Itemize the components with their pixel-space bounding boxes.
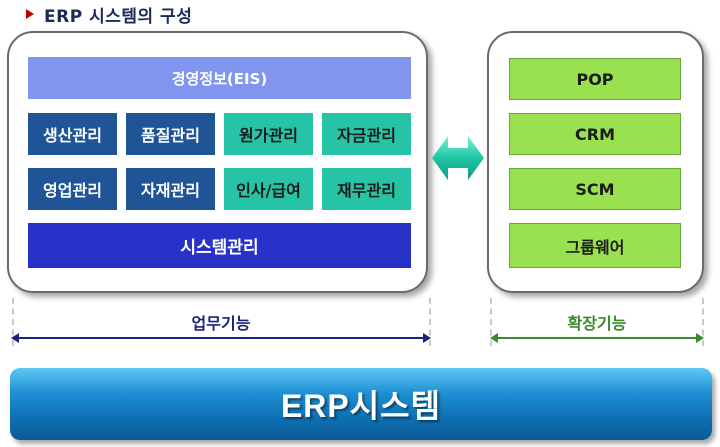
divider-line — [702, 298, 704, 346]
module-materials: 자재관리 — [126, 168, 215, 210]
module-finance: 재무관리 — [322, 168, 411, 210]
triangle-bullet-icon — [26, 9, 34, 19]
extension-scm: SCM — [509, 168, 681, 210]
extension-pop: POP — [509, 58, 681, 100]
extension-range-arrow — [490, 333, 704, 343]
divider-line — [12, 298, 14, 346]
double-arrow-icon — [432, 136, 484, 180]
module-fund: 자금관리 — [322, 113, 411, 155]
business-functions-label: 업무기능 — [191, 314, 251, 333]
module-quality: 품질관리 — [126, 113, 215, 155]
module-production: 생산관리 — [28, 113, 117, 155]
diagram-title: ERP 시스템의 구성 — [26, 2, 193, 27]
business-range-arrow — [11, 333, 431, 343]
extension-crm: CRM — [509, 113, 681, 155]
erp-system-bar: ERP시스템 — [10, 368, 712, 440]
module-hr-payroll: 인사/급여 — [224, 168, 313, 210]
eis-box: 경영정보(EIS) — [28, 57, 411, 99]
extension-groupware: 그룹웨어 — [509, 223, 681, 268]
diagram-title-text: ERP 시스템의 구성 — [44, 6, 193, 27]
divider-line — [429, 298, 431, 346]
module-sales: 영업관리 — [28, 168, 117, 210]
erp-system-label: ERP시스템 — [280, 388, 442, 424]
module-cost: 원가관리 — [224, 113, 313, 155]
system-management-box: 시스템관리 — [28, 223, 411, 268]
divider-line — [490, 298, 492, 346]
extension-functions-label: 확장기능 — [567, 314, 627, 333]
